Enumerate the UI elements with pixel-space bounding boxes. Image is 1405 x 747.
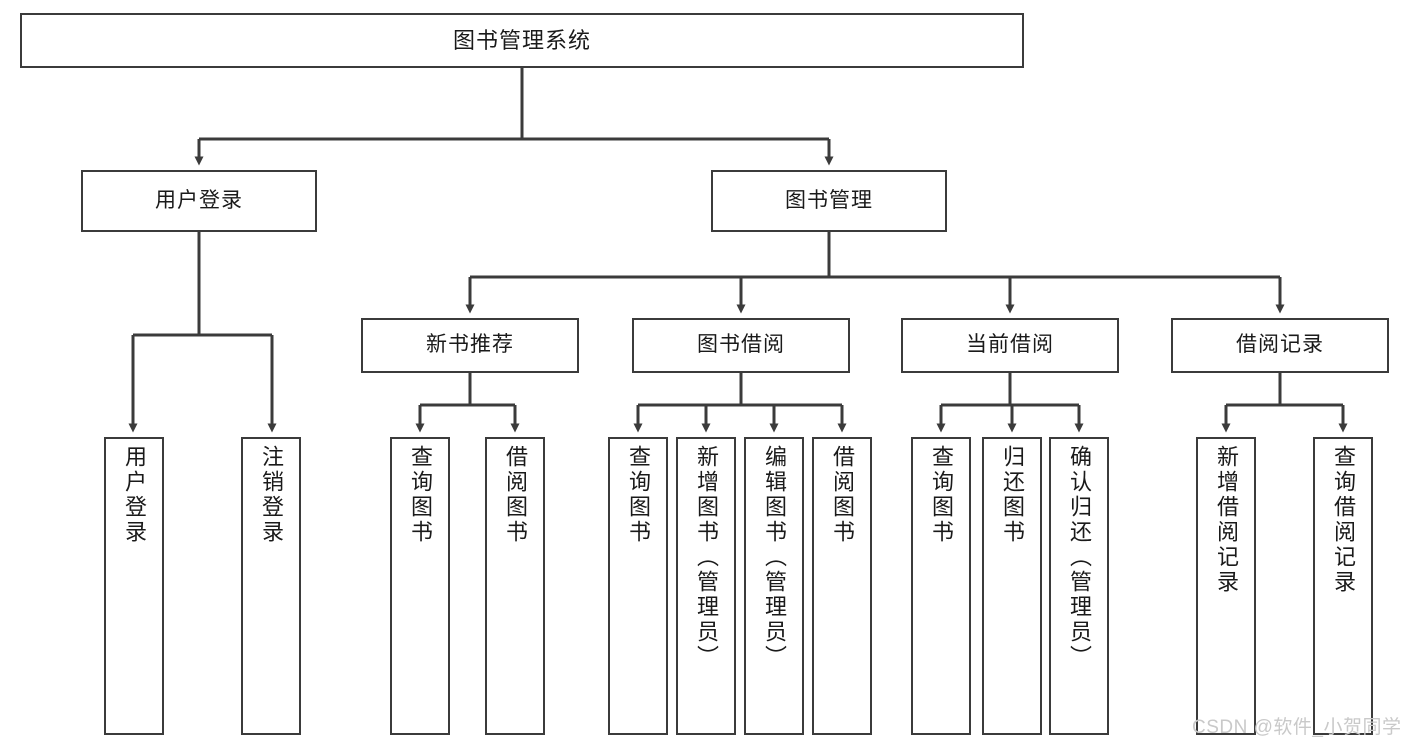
leaf-cur-return-book[interactable]: 归还图书 <box>982 437 1042 735</box>
leaf-rec-query-book-label: 查询图书 <box>408 445 433 545</box>
node-new-book-rec[interactable]: 新书推荐 <box>361 318 579 373</box>
leaf-brw-edit-book-label: 编辑图书（管理员） <box>762 445 787 670</box>
leaf-rec-query-book[interactable]: 查询图书 <box>390 437 450 735</box>
node-book-borrow-label: 图书借阅 <box>697 333 785 357</box>
leaf-cur-query-book[interactable]: 查询图书 <box>911 437 971 735</box>
node-book-admin-label: 图书管理 <box>785 188 873 212</box>
leaf-rec-add-record[interactable]: 新增借阅记录 <box>1196 437 1256 735</box>
node-book-borrow[interactable]: 图书借阅 <box>632 318 850 373</box>
leaf-rec-add-record-label: 新增借阅记录 <box>1214 445 1239 595</box>
leaf-rec-borrow-book-label: 借阅图书 <box>503 445 528 545</box>
leaf-user-logout-label: 注销登录 <box>259 445 284 545</box>
node-current-borrow[interactable]: 当前借阅 <box>901 318 1119 373</box>
node-current-borrow-label: 当前借阅 <box>966 333 1054 357</box>
leaf-user-login-label: 用户登录 <box>122 445 147 545</box>
node-user-login[interactable]: 用户登录 <box>81 170 317 232</box>
leaf-user-logout[interactable]: 注销登录 <box>241 437 301 735</box>
leaf-brw-query-book[interactable]: 查询图书 <box>608 437 668 735</box>
leaf-brw-borrow-book[interactable]: 借阅图书 <box>812 437 872 735</box>
node-root-label: 图书管理系统 <box>452 27 591 53</box>
leaf-brw-query-book-label: 查询图书 <box>626 445 651 545</box>
leaf-rec-borrow-book[interactable]: 借阅图书 <box>485 437 545 735</box>
node-borrow-record-label: 借阅记录 <box>1236 333 1324 357</box>
leaf-brw-add-book-label: 新增图书（管理员） <box>694 445 719 670</box>
leaf-rec-query-record[interactable]: 查询借阅记录 <box>1313 437 1373 735</box>
csdn-watermark: CSDN @软件_小贺同学 <box>1192 717 1402 738</box>
node-borrow-record[interactable]: 借阅记录 <box>1171 318 1389 373</box>
leaf-brw-borrow-book-label: 借阅图书 <box>830 445 855 545</box>
leaf-cur-confirm-label: 确认归还（管理员） <box>1067 445 1092 670</box>
leaf-cur-query-book-label: 查询图书 <box>929 445 954 545</box>
leaf-brw-add-book[interactable]: 新增图书（管理员） <box>676 437 736 735</box>
node-user-login-label: 用户登录 <box>155 188 243 212</box>
node-root[interactable]: 图书管理系统 <box>20 13 1024 68</box>
leaf-rec-query-record-label: 查询借阅记录 <box>1331 445 1356 595</box>
leaf-cur-confirm[interactable]: 确认归还（管理员） <box>1049 437 1109 735</box>
leaf-brw-edit-book[interactable]: 编辑图书（管理员） <box>744 437 804 735</box>
node-book-admin[interactable]: 图书管理 <box>711 170 947 232</box>
node-new-book-rec-label: 新书推荐 <box>426 333 514 357</box>
leaf-user-login[interactable]: 用户登录 <box>104 437 164 735</box>
leaf-cur-return-book-label: 归还图书 <box>1000 445 1025 545</box>
